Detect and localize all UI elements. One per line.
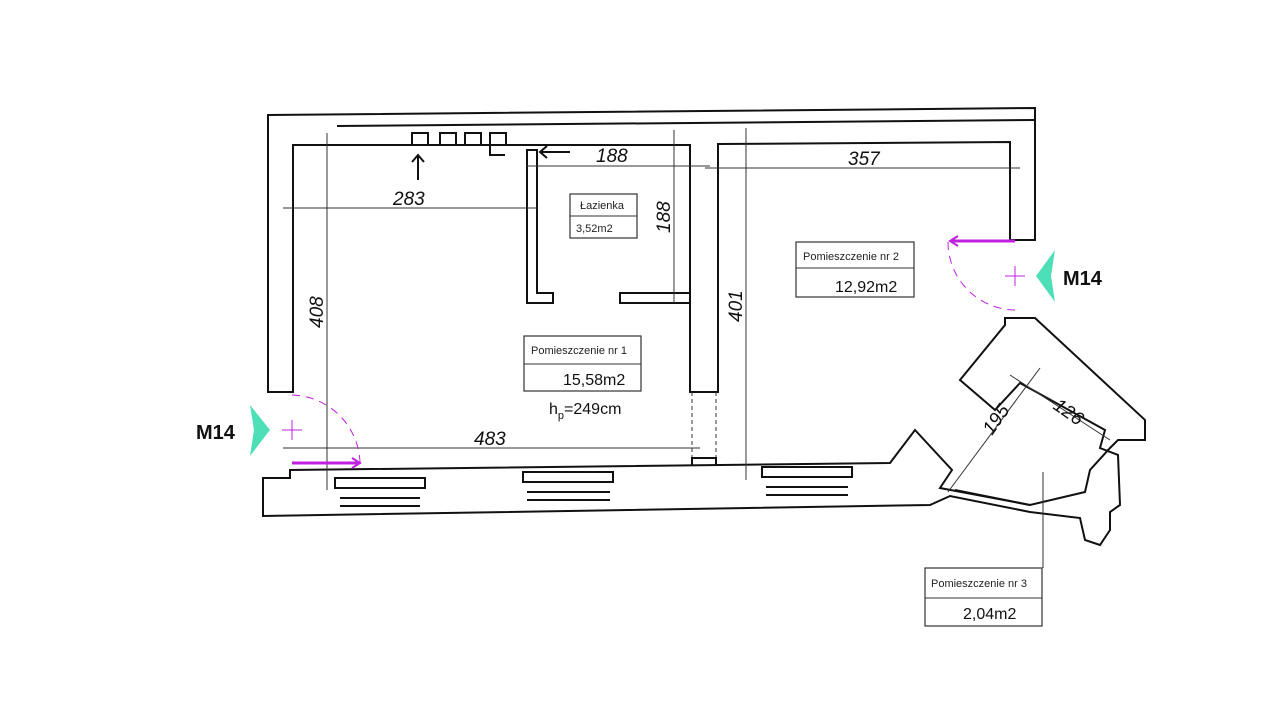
room-label-bathroom: Łazienka 3,52m2	[569, 193, 638, 239]
entrance-right: M14	[947, 235, 1103, 311]
dim-188-horizontal: 188	[596, 146, 628, 167]
dim-195: 195	[979, 401, 1015, 439]
entrance-arrow-icon	[1036, 250, 1055, 302]
dim-408: 408	[307, 296, 328, 328]
dim-357: 357	[848, 149, 881, 170]
svg-text:hp=249cm: hp=249cm	[549, 401, 621, 422]
svg-text:Pomieszczenie nr 1: Pomieszczenie nr 1	[531, 345, 627, 357]
dim-401: 401	[726, 290, 747, 322]
dim-283: 283	[392, 189, 425, 210]
svg-text:2,04m2: 2,04m2	[963, 606, 1016, 623]
entrance-left: M14	[196, 394, 362, 469]
dimension-lines	[283, 128, 1111, 568]
room-label-2: Pomieszczenie nr 2 12,92m2	[795, 241, 915, 298]
walls	[262, 106, 1146, 547]
svg-text:Łazienka: Łazienka	[580, 200, 625, 212]
entrance-arrow-icon	[250, 405, 270, 456]
dimension-labels: 283 188 188 357 408 401 483 195 126	[307, 146, 1087, 450]
entrance-label-right: M14	[1063, 268, 1103, 290]
room-label-1: Pomieszczenie nr 1 15,58m2 hp=249cm	[523, 335, 642, 422]
svg-text:3,52m2: 3,52m2	[576, 223, 613, 235]
room-label-3: Pomieszczenie nr 3 2,04m2	[924, 567, 1043, 627]
ventilation-ducts	[411, 132, 570, 180]
dim-188-vertical: 188	[654, 201, 675, 233]
svg-text:15,58m2: 15,58m2	[563, 372, 625, 389]
svg-text:12,92m2: 12,92m2	[835, 279, 897, 296]
svg-text:Pomieszczenie nr 2: Pomieszczenie nr 2	[803, 251, 899, 263]
entrance-label-left: M14	[196, 422, 236, 444]
dim-483: 483	[474, 429, 506, 450]
svg-text:Pomieszczenie nr 3: Pomieszczenie nr 3	[931, 578, 1027, 590]
